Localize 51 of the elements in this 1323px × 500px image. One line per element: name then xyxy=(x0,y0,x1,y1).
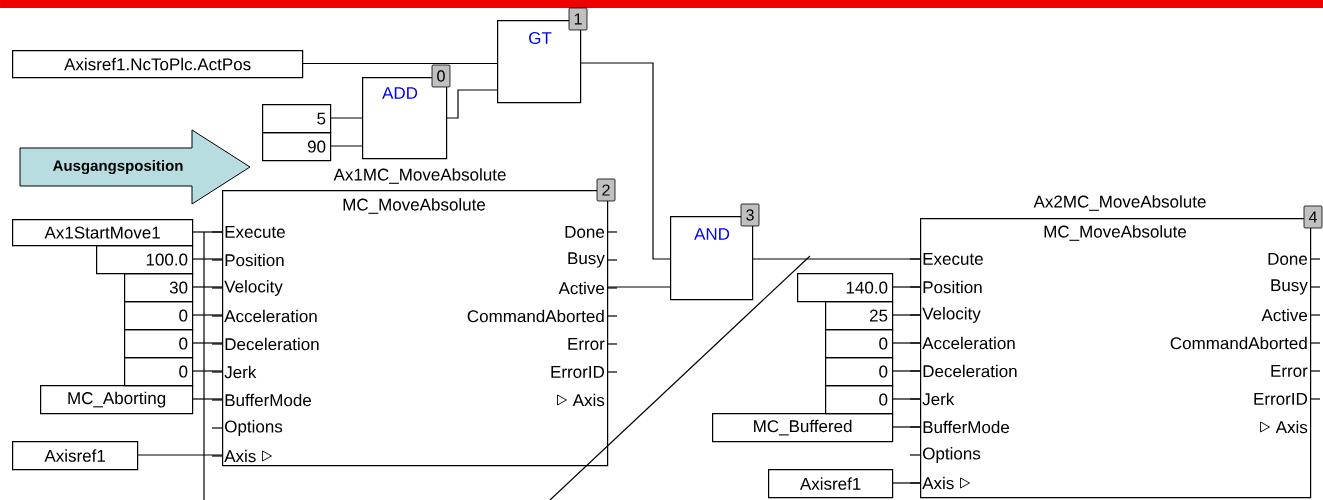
wire xyxy=(191,314,223,316)
wire xyxy=(891,370,921,372)
constant-box: 0 xyxy=(124,357,194,387)
wire xyxy=(301,62,498,65)
wire xyxy=(191,398,223,400)
wire xyxy=(191,370,223,372)
wire xyxy=(329,145,363,147)
wire xyxy=(579,62,671,260)
constant-box: 0 xyxy=(825,385,894,415)
index-badge: 1 xyxy=(568,7,588,31)
wire xyxy=(136,454,223,456)
constant-box: 0 xyxy=(124,329,194,359)
constant-box: 5 xyxy=(262,104,332,134)
constant-box: MC_Aborting xyxy=(40,385,194,415)
wire xyxy=(751,258,921,260)
block-title: Ax1MC_MoveAbsolute xyxy=(333,168,506,184)
wire xyxy=(891,286,921,288)
index-badge: 0 xyxy=(431,64,451,88)
variable-box: Axisref1 xyxy=(12,441,139,471)
wire xyxy=(891,314,921,316)
constant-box: 30 xyxy=(124,273,194,303)
index-badge: 4 xyxy=(1303,205,1323,229)
wire xyxy=(191,258,223,260)
block-title: GT xyxy=(529,31,552,44)
wire xyxy=(606,286,671,288)
wire xyxy=(191,231,223,233)
wire xyxy=(329,117,363,119)
constant-box: 90 xyxy=(262,132,332,162)
wire xyxy=(891,398,921,400)
wire xyxy=(891,342,921,344)
wire xyxy=(445,89,498,119)
variable-box: Axisref1 xyxy=(768,469,894,499)
index-badge: 3 xyxy=(740,203,760,227)
constant-box: 0 xyxy=(124,301,194,331)
constant-box: MC_Buffered xyxy=(712,413,894,443)
block-title: Ax2MC_MoveAbsolute xyxy=(1033,195,1206,211)
wire xyxy=(191,286,223,288)
wire xyxy=(891,482,921,484)
variable-box: Axisref1.NcToPlc.ActPos xyxy=(12,50,304,79)
leader-line xyxy=(203,231,205,500)
constant-box: 100.0 xyxy=(96,245,194,275)
constant-box: 25 xyxy=(825,301,894,331)
block-title: AND xyxy=(694,228,730,240)
constant-box: 0 xyxy=(825,329,894,359)
wire xyxy=(191,342,223,344)
arrow-callout: Ausgangsposition xyxy=(19,129,251,205)
wire xyxy=(891,426,921,428)
block-title: ADD xyxy=(382,87,418,99)
constant-box: 0 xyxy=(825,357,894,387)
constant-box: 140.0 xyxy=(797,273,894,303)
variable-box: Ax1StartMove1 xyxy=(12,219,194,247)
